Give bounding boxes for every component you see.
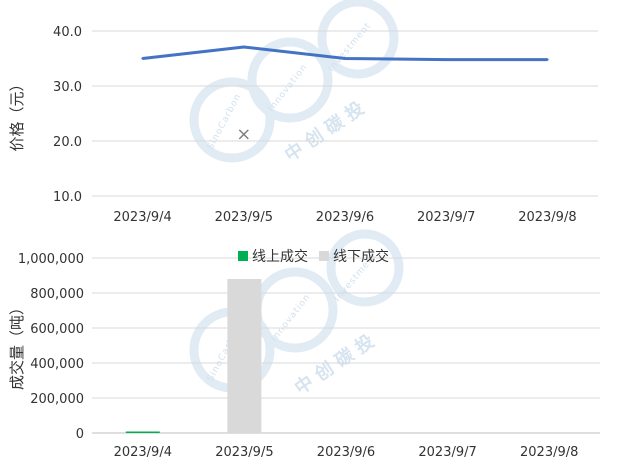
volume-y-tick-4: 800,000: [30, 287, 84, 302]
price-x-tick-4: 2023/9/8: [518, 210, 576, 225]
volume-chart: 0 200,000 400,000 600,000 800,000 1,000,000 2…: [8, 248, 600, 460]
price-y-tick-2: 30.0: [53, 80, 82, 95]
volume-bars: [125, 279, 262, 433]
price-y-tick-3: 40.0: [53, 25, 82, 40]
watermark-text: Investment: [327, 21, 374, 74]
legend-swatch-offline: [319, 251, 329, 261]
volume-y-tick-labels: 0 200,000 400,000 600,000 800,000 1,000,000: [18, 252, 84, 442]
price-point-0: [141, 57, 144, 60]
watermark-text-cn: 中 创 碳 投: [290, 330, 378, 399]
price-x-tick-3: 2023/9/7: [417, 210, 475, 225]
legend-label-online: 线上成交: [252, 248, 308, 265]
volume-y-tick-1: 200,000: [30, 392, 84, 407]
volume-y-tick-5: 1,000,000: [18, 252, 84, 267]
price-x-tick-0: 2023/9/4: [113, 210, 171, 225]
price-series: [141, 45, 549, 140]
volume-x-tick-4: 2023/9/8: [520, 445, 578, 460]
price-y-axis-label: 价格（元）: [8, 76, 26, 151]
watermark-text: Innovation: [266, 62, 309, 114]
legend-swatch-online: [238, 251, 248, 261]
watermark-ring: [247, 37, 333, 123]
price-x-tick-labels: 2023/9/4 2023/9/5 2023/9/6 2023/9/7 2023/9/8: [113, 210, 576, 225]
watermark-text: Innovation: [269, 292, 312, 344]
price-y-tick-0: 10.0: [53, 190, 82, 205]
watermark-text: SinoCarbon: [206, 92, 244, 151]
volume-y-tick-0: 0: [76, 427, 84, 442]
watermark-text-cn: 中 创 碳 投: [280, 97, 368, 166]
volume-y-tick-2: 400,000: [30, 357, 84, 372]
price-y-tick-labels: 10.0 20.0 30.0 40.0: [53, 25, 82, 205]
price-gridlines: [92, 30, 598, 197]
price-x-tick-2: 2023/9/6: [316, 210, 374, 225]
watermark-ring: [326, 229, 404, 307]
watermark-ring: [189, 77, 275, 163]
volume-x-tick-labels: 2023/9/4 2023/9/5 2023/9/6 2023/9/7 2023/9/8: [114, 445, 579, 460]
volume-y-axis-label: 成交量（吨）: [8, 300, 26, 390]
volume-x-tick-1: 2023/9/5: [215, 445, 273, 460]
volume-x-tick-2: 2023/9/6: [317, 445, 375, 460]
watermark-top: SinoCarbon Innovation Investment 中 创 碳 投: [189, 0, 399, 166]
price-point-4: [546, 58, 549, 61]
price-x-marker-1: [238, 129, 249, 140]
price-point-1: [242, 45, 245, 49]
volume-bar-0-0: [125, 431, 160, 433]
volume-gridlines: [92, 257, 600, 434]
volume-x-tick-0: 2023/9/4: [114, 445, 172, 460]
price-point-2: [343, 57, 347, 60]
x-marker-stroke: [238, 129, 249, 140]
price-y-tick-1: 20.0: [53, 135, 82, 150]
volume-x-tick-3: 2023/9/7: [418, 445, 476, 460]
watermark-ring: [317, 0, 399, 79]
price-x-tick-1: 2023/9/5: [215, 210, 273, 225]
volume-legend: 线上成交 线下成交: [238, 248, 389, 265]
volume-bar-1-1: [227, 279, 262, 433]
price-point-3: [445, 58, 448, 61]
legend-label-offline: 线下成交: [333, 248, 389, 265]
volume-y-tick-3: 600,000: [30, 322, 84, 337]
